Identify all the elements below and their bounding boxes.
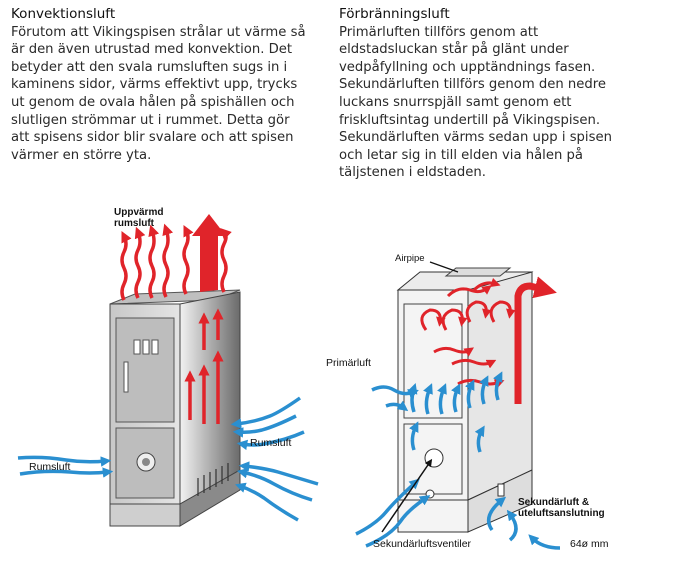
door-vent-1 bbox=[133, 339, 141, 355]
convection-stove bbox=[109, 289, 241, 527]
stove-top-plate bbox=[109, 289, 241, 305]
stove2-knob bbox=[425, 489, 435, 499]
valve-pointer bbox=[381, 458, 433, 533]
label-secondary-line1: Sekundärluft & bbox=[518, 497, 590, 508]
side-louvres bbox=[197, 463, 229, 496]
airpipe-pointer bbox=[429, 261, 459, 273]
room-air-arrows bbox=[17, 396, 319, 522]
label-room-air-right: Rumsluft bbox=[250, 437, 292, 449]
damper-center bbox=[142, 458, 150, 466]
airpipe-flow bbox=[514, 276, 557, 404]
label-warm-air-line1: Uppvärmd bbox=[114, 207, 164, 218]
label-airpipe: Airpipe bbox=[395, 253, 425, 264]
label-secondary-air: Sekundärluft & uteluftsanslutning bbox=[518, 497, 605, 519]
door-vent-3 bbox=[151, 339, 159, 355]
combustion-title: Förbränningsluft bbox=[339, 6, 450, 22]
label-pipe-size: 64ø mm bbox=[570, 538, 609, 550]
label-secondary-line2: uteluftsanslutning bbox=[518, 508, 605, 519]
door-handle bbox=[123, 361, 129, 393]
convection-title: Konvektionsluft bbox=[11, 6, 116, 22]
stove2-intake bbox=[497, 483, 505, 497]
stove-base bbox=[109, 503, 181, 527]
label-warm-air: Uppvärmd rumsluft bbox=[114, 207, 163, 229]
label-room-air-left: Rumsluft bbox=[29, 461, 71, 473]
stove2-side bbox=[467, 271, 533, 501]
combustion-body: Primärluften tillförs genom att eldstads… bbox=[339, 24, 612, 181]
combustion-section: Förbränningsluft Primärluften tillförs g… bbox=[339, 6, 639, 182]
inner-warm-arrows bbox=[184, 308, 224, 424]
combustion-stove bbox=[396, 267, 534, 533]
convection-body: Förutom att Vikingspisen strålar ut värm… bbox=[11, 24, 306, 163]
door-vent-2 bbox=[142, 339, 150, 355]
combustion-cold-air bbox=[355, 371, 561, 550]
combustion-hot-air bbox=[420, 277, 516, 389]
stove2-base bbox=[397, 499, 469, 533]
label-secondary-valve: Sekundärluftsventiler bbox=[373, 538, 472, 550]
label-warm-air-line2: rumsluft bbox=[114, 218, 154, 229]
warm-air-arrows bbox=[120, 223, 232, 301]
convection-section: Konvektionsluft Förutom att Vikingspisen… bbox=[11, 6, 311, 164]
airpipe-box bbox=[444, 267, 512, 277]
warm-air-main-arrow bbox=[192, 214, 226, 292]
label-primary-air: Primärluft bbox=[326, 357, 371, 369]
